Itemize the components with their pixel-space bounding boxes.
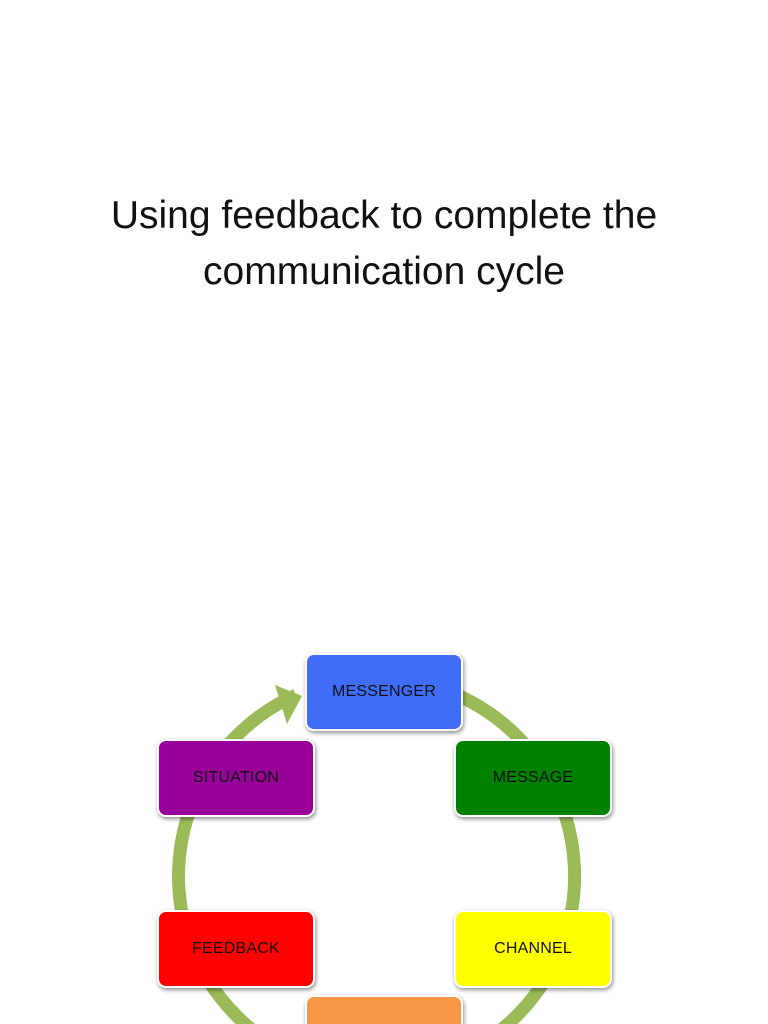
title-line-1: Using feedback to complete the xyxy=(110,194,658,237)
slide-title: Using feedback to complete the communica… xyxy=(0,188,768,300)
node-receiver xyxy=(305,995,463,1024)
title-line-2: communication cycle xyxy=(203,250,565,293)
node-situation: SITUATION xyxy=(157,739,315,817)
node-messenger: MESSENGER xyxy=(305,653,463,731)
node-message: MESSAGE xyxy=(454,739,612,817)
node-feedback: FEEDBACK xyxy=(157,910,315,988)
node-channel: CHANNEL xyxy=(454,910,612,988)
cycle-arrowhead-icon xyxy=(275,685,302,724)
